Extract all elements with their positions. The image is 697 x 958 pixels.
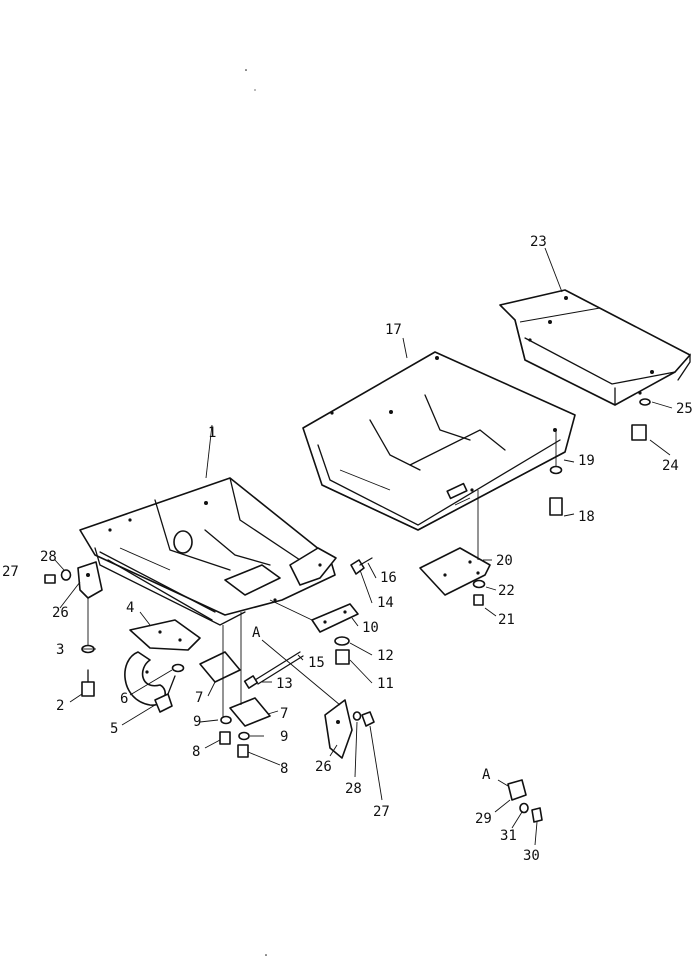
- part-label: 26: [315, 759, 332, 775]
- part-label: 18: [578, 509, 595, 525]
- part-13-bolt-long: [243, 651, 304, 689]
- part-1-main-frame: [79, 477, 337, 626]
- part-label: 23: [530, 234, 547, 250]
- part-label: 13: [276, 676, 293, 692]
- part-6-hook: [124, 651, 166, 706]
- part-label: 31: [500, 828, 517, 844]
- part-label: 10: [362, 620, 379, 636]
- part-23-rear-cover: [499, 289, 691, 406]
- part-26-right-bracket: [324, 699, 353, 759]
- reference-a-main: A: [252, 625, 261, 641]
- leader-lines: [54, 247, 673, 846]
- part-label: 21: [498, 612, 515, 628]
- part-labels: 1 2 3 4 5 6 7 7 8 8 9 9 10 11 12 13 14 1…: [2, 234, 693, 864]
- part-label: 7: [280, 706, 288, 722]
- part-label: 19: [578, 453, 595, 469]
- part-label: 4: [126, 600, 134, 616]
- part-10-bracket: [311, 603, 359, 633]
- part-label: 8: [280, 761, 288, 777]
- part-label: 30: [523, 848, 540, 864]
- part-label: 28: [40, 549, 57, 565]
- part-label: 26: [52, 605, 69, 621]
- part-4-bracket: [129, 619, 201, 651]
- part-17-floor-cover: [302, 351, 576, 531]
- part-label: 2: [56, 698, 64, 714]
- part-label: 6: [120, 691, 128, 707]
- part-label: 17: [385, 322, 402, 338]
- part-label: 24: [662, 458, 679, 474]
- reference-a-detail: A: [482, 767, 491, 783]
- assembly-lines: [87, 430, 557, 718]
- part-label: 3: [56, 642, 64, 658]
- part-label: 11: [377, 676, 394, 692]
- part-label: 8: [192, 744, 200, 760]
- part-label: 25: [676, 401, 693, 417]
- part-label: 22: [498, 583, 515, 599]
- part-26-left-bracket: [77, 561, 103, 599]
- part-label: 28: [345, 781, 362, 797]
- part-label: 5: [110, 721, 118, 737]
- part-label: 15: [308, 655, 325, 671]
- part-14-16-bolts: [350, 557, 373, 575]
- part-7-plates: [199, 651, 271, 727]
- part-20-plate: [419, 547, 491, 596]
- part-label: 29: [475, 811, 492, 827]
- part-label: 7: [195, 690, 203, 706]
- part-label: 12: [377, 648, 394, 664]
- part-label: 14: [377, 595, 394, 611]
- part-label: 16: [380, 570, 397, 586]
- part-label: 9: [280, 729, 288, 745]
- part-label: 9: [193, 714, 201, 730]
- part-label: 20: [496, 553, 513, 569]
- part-label: 1: [208, 425, 216, 441]
- part-label: 27: [373, 804, 390, 820]
- scan-specks: [245, 69, 267, 956]
- part-label: 27: [2, 564, 19, 580]
- fasteners: [44, 398, 651, 823]
